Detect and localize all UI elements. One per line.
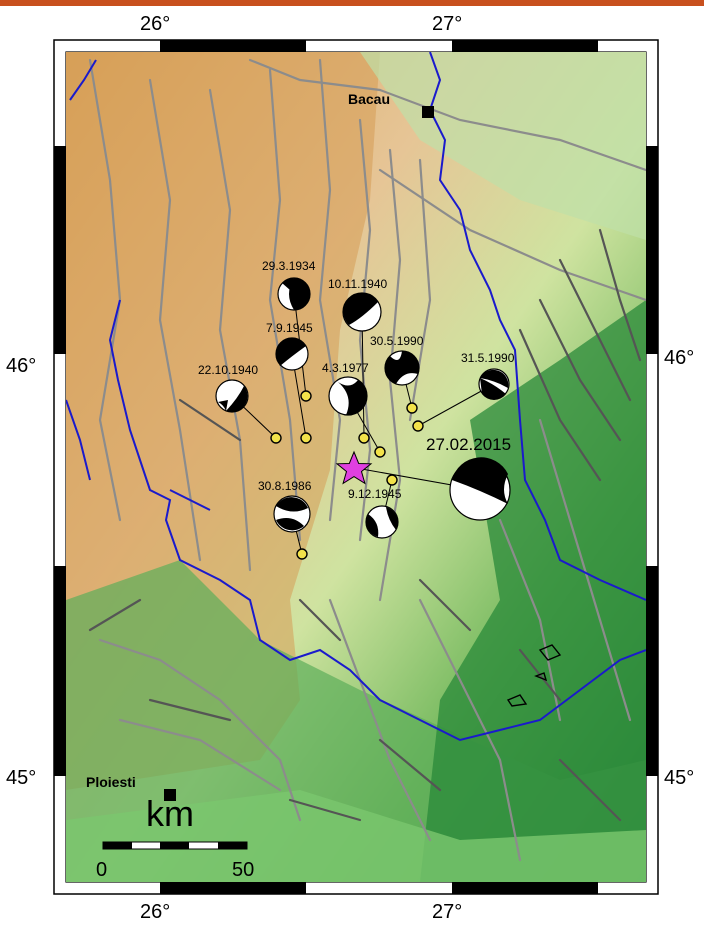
city-marker-bacau bbox=[422, 106, 434, 118]
station-points bbox=[270, 390, 424, 560]
graticule-labels: 26° 27° 26° 27° 46° 45° 46° 45° bbox=[6, 13, 694, 923]
city-label-ploiesti: Ploiesti bbox=[86, 774, 136, 790]
lon-label-bottom-26: 26° bbox=[140, 901, 170, 923]
event-label: 22.10.1940 bbox=[198, 363, 258, 377]
event-label: 31.5.1990 bbox=[461, 351, 515, 365]
beachball-10-11-1940 bbox=[342, 292, 382, 332]
focal-mechanisms bbox=[215, 277, 511, 539]
event-label-main: 27.02.2015 bbox=[426, 435, 511, 454]
scale-tick-0: 0 bbox=[96, 859, 107, 881]
beachball-7-9-1945 bbox=[275, 337, 309, 371]
city-marker-ploiesti bbox=[164, 789, 176, 801]
beachball-4-3-1977 bbox=[328, 376, 368, 416]
scale-unit: km bbox=[146, 793, 194, 834]
beachball-31-5-1990 bbox=[478, 368, 510, 400]
lat-label-right-45: 45° bbox=[664, 767, 694, 789]
city-label-bacau: Bacau bbox=[348, 91, 390, 107]
event-label: 29.3.1934 bbox=[262, 259, 316, 273]
lat-label-left-46: 46° bbox=[6, 355, 36, 377]
event-label: 4.3.1977 bbox=[322, 361, 369, 375]
top-accent-bar bbox=[0, 0, 704, 6]
beachball-9-12-1945 bbox=[365, 505, 399, 539]
beachball-22-10-1940 bbox=[215, 379, 249, 413]
lat-label-right-46: 46° bbox=[664, 347, 694, 369]
event-label: 30.8.1986 bbox=[258, 479, 312, 493]
lakes bbox=[506, 644, 562, 707]
lon-label-bottom-27: 27° bbox=[432, 901, 462, 923]
event-label: 10.11.1940 bbox=[328, 277, 387, 291]
event-label: 30.5.1990 bbox=[370, 334, 424, 348]
scale-bar: km 0 50 bbox=[96, 793, 254, 881]
beachball-30-5-1990 bbox=[384, 350, 420, 386]
epicenter-star-icon bbox=[335, 450, 373, 485]
cities: Bacau Ploiesti bbox=[86, 91, 434, 801]
scale-tick-50: 50 bbox=[232, 859, 254, 881]
beachball-27-02-2015 bbox=[449, 457, 511, 521]
lat-label-left-45: 45° bbox=[6, 767, 36, 789]
beachball-29-3-1934 bbox=[277, 277, 311, 311]
lon-label-top-27: 27° bbox=[432, 13, 462, 35]
fault-lines bbox=[88, 58, 646, 862]
rivers bbox=[66, 52, 646, 742]
event-label: 9.12.1945 bbox=[348, 487, 402, 501]
event-labels: 29.3.1934 10.11.1940 7.9.1945 30.5.1990 … bbox=[198, 259, 515, 501]
lon-label-top-26: 26° bbox=[140, 13, 170, 35]
event-label: 7.9.1945 bbox=[266, 321, 313, 335]
beachball-30-8-1986 bbox=[273, 495, 311, 533]
